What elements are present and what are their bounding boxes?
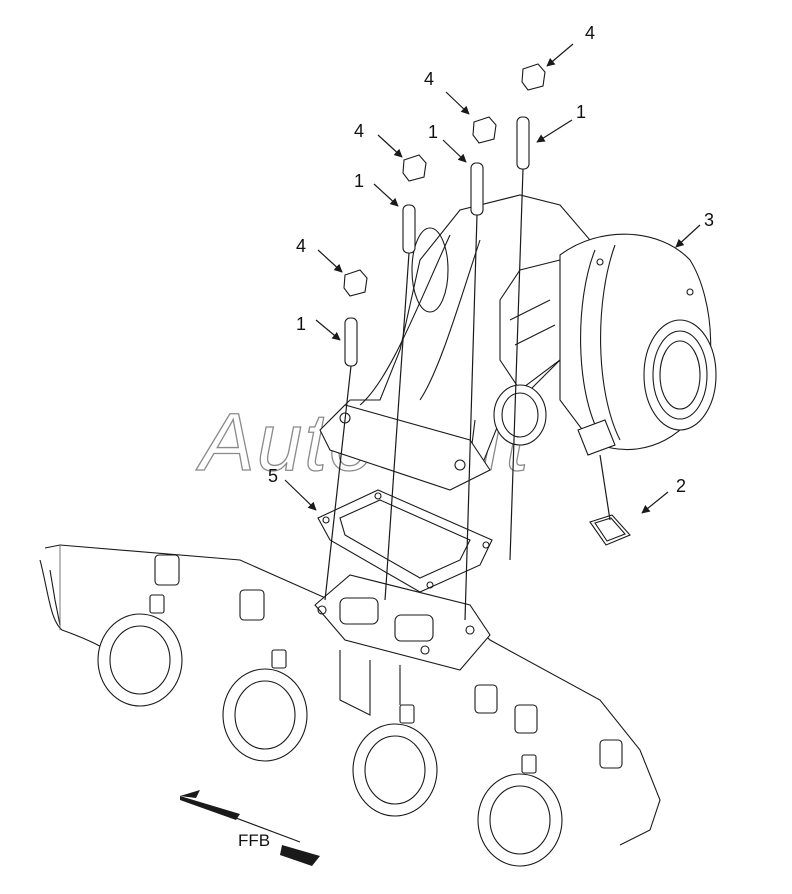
callout-2-seal: 2 xyxy=(676,476,686,496)
callout-5-gasket: 5 xyxy=(268,466,278,486)
direction-label: FFB xyxy=(238,831,270,850)
turbocharger xyxy=(319,194,717,491)
nut-d xyxy=(521,63,546,91)
assembly-lines xyxy=(324,168,611,621)
stud-d xyxy=(516,116,530,170)
callout-4-nut-d: 4 xyxy=(585,23,595,43)
flange-gasket xyxy=(317,489,493,593)
callout-1-stud-b: 1 xyxy=(354,171,364,191)
callout-leaders xyxy=(284,43,701,514)
callout-1-stud-a: 1 xyxy=(296,314,306,334)
direction-indicator: FFB xyxy=(179,790,320,866)
callout-3-turbocharger: 3 xyxy=(704,210,714,230)
callout-1-stud-d: 1 xyxy=(576,102,586,122)
exhaust-manifold xyxy=(39,544,661,867)
callout-1-stud-c: 1 xyxy=(428,122,438,142)
callout-4-nut-a: 4 xyxy=(296,236,306,256)
square-seal xyxy=(589,514,631,546)
stud-a xyxy=(344,317,358,367)
stud-c xyxy=(470,162,484,216)
callout-4-nut-c: 4 xyxy=(424,69,434,89)
callout-4-nut-b: 4 xyxy=(354,121,364,141)
stud-b xyxy=(402,204,416,254)
nut-c xyxy=(472,116,497,144)
nut-a xyxy=(343,269,368,297)
nut-b xyxy=(402,154,427,182)
